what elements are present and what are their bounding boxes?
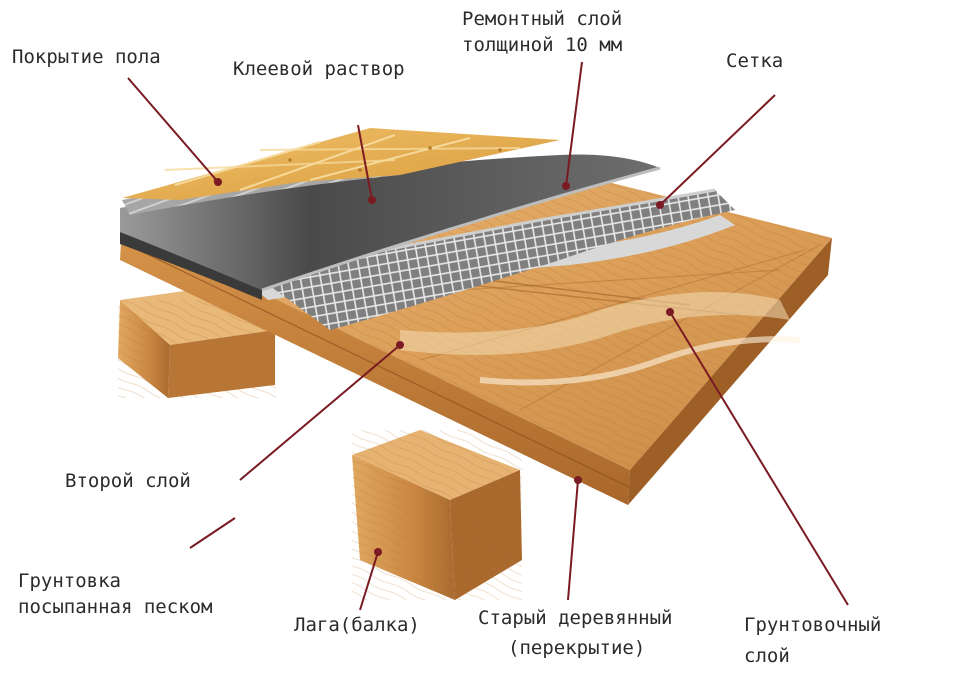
label-mesh: Сетка <box>726 50 784 72</box>
label-primer-layer-line2: слой <box>744 645 790 667</box>
beam-front <box>352 430 522 600</box>
leader-primer-layer <box>669 311 849 606</box>
leader-primer-sand <box>189 517 236 549</box>
label-joist: Лага(балка) <box>294 614 420 636</box>
leader-old-wood <box>567 479 579 601</box>
label-second-layer: Второй слой <box>65 470 191 492</box>
leader-lines <box>127 61 849 611</box>
label-old-wood-line1: Старый деревянный <box>478 607 673 629</box>
leader-dots <box>214 178 674 556</box>
leader-glue <box>357 124 373 201</box>
leader-floor-cover <box>127 77 219 183</box>
label-floor-cover: Покрытие пола <box>12 46 161 68</box>
label-primer-layer-line1: Грунтовочный <box>744 614 882 636</box>
floor-tiles <box>122 128 560 200</box>
leader-mesh <box>659 94 776 206</box>
label-repair-line1: Ремонтный слой <box>462 8 623 30</box>
leader-second-layer <box>239 344 401 481</box>
label-old-wood-line2: (перекрытие) <box>508 637 646 659</box>
label-primer-sand-line1: Грунтовка <box>18 570 121 592</box>
leader-repair <box>565 61 583 187</box>
primer-layer <box>400 292 801 386</box>
label-primer-sand-line2: посыпанная песком <box>18 596 213 618</box>
label-repair-line2: толщиной 10 мм <box>462 34 623 56</box>
label-glue: Клеевой раствор <box>233 58 405 80</box>
leader-joist <box>359 551 379 611</box>
